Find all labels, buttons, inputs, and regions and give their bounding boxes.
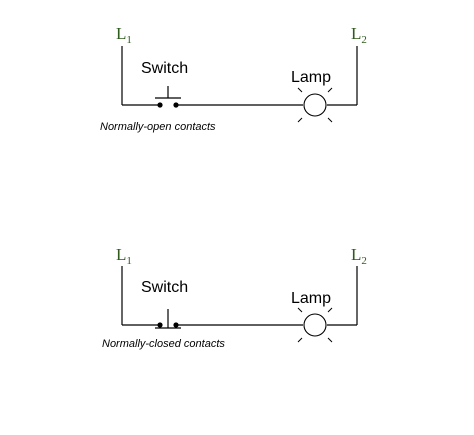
lamp-ray: [327, 117, 333, 123]
line1-letter: L: [116, 24, 126, 43]
switch-contact-right: [173, 322, 179, 328]
line2-letter: L: [351, 24, 361, 43]
caption: Normally-closed contacts: [102, 338, 225, 350]
switch-normally-closed-symbol: [155, 309, 181, 329]
line1-subscript: 1: [126, 255, 132, 267]
circuit-normally-open: L1 L2 Switch Lamp Normally-open contacts: [100, 24, 367, 133]
line2-label: L2: [351, 245, 367, 267]
switch-contact-left: [157, 322, 163, 328]
lamp-symbol: [297, 87, 333, 123]
switch-normally-open-symbol: [155, 86, 181, 108]
lamp-label: Lamp: [291, 290, 331, 307]
lamp-bulb: [303, 313, 327, 337]
line2-label: L2: [351, 24, 367, 46]
line2-subscript: 2: [361, 255, 367, 267]
lamp-ray: [297, 117, 303, 123]
line1-letter: L: [116, 245, 126, 264]
switch-contact-right: [173, 102, 179, 108]
lamp-label: Lamp: [291, 69, 331, 86]
line1-subscript: 1: [126, 34, 132, 46]
line1-label: L1: [116, 245, 132, 267]
circuit-normally-closed: L1 L2 Switch Lamp Normally-closed contac…: [102, 245, 367, 350]
line2-letter: L: [351, 245, 361, 264]
lamp-ray: [327, 307, 333, 313]
lamp-symbol: [297, 307, 333, 343]
lamp-ray: [327, 87, 333, 93]
lamp-ray: [297, 87, 303, 93]
lamp-ray: [297, 307, 303, 313]
line2-subscript: 2: [361, 34, 367, 46]
caption: Normally-open contacts: [100, 121, 216, 133]
switch-contact-left: [157, 102, 163, 108]
lamp-ray: [297, 337, 303, 343]
lamp-bulb: [303, 93, 327, 117]
lamp-ray: [327, 337, 333, 343]
line1-label: L1: [116, 24, 132, 46]
switch-label: Switch: [141, 60, 188, 77]
switch-label: Switch: [141, 279, 188, 296]
